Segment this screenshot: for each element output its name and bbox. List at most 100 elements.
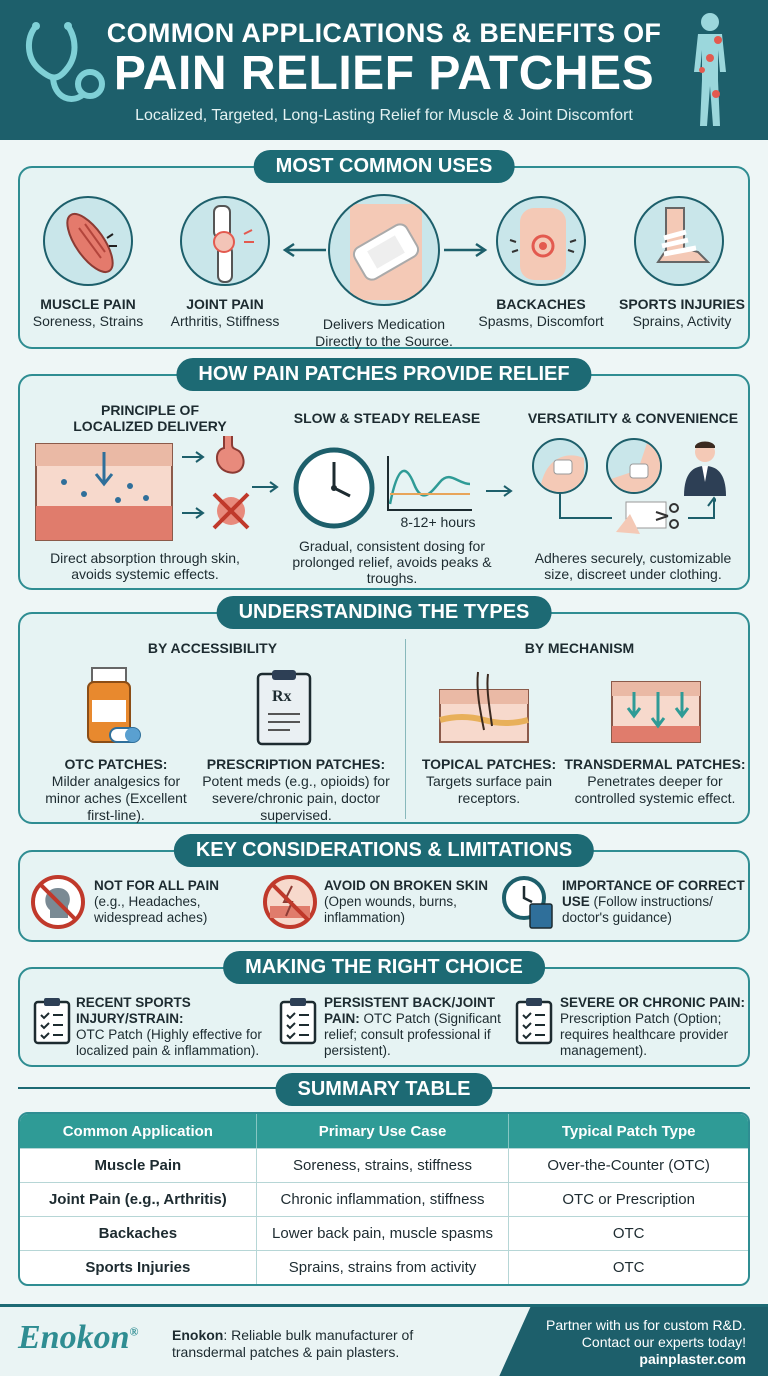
table-cell: Over-the-Counter (OTC) bbox=[509, 1148, 748, 1182]
table-cell: Soreness, strains, stiffness bbox=[256, 1148, 510, 1182]
types-heading: UNDERSTANDING THE TYPES bbox=[216, 596, 552, 629]
how-col3-title: VERSATILITY & CONVENIENCE bbox=[527, 410, 739, 426]
skin-layers-icon bbox=[35, 443, 173, 541]
no-broken-skin-icon bbox=[263, 875, 317, 929]
choice-panel: RECENT SPORTS INJURY/STRAIN:OTC Patch (H… bbox=[18, 967, 750, 1067]
cut-to-size-icon bbox=[559, 494, 716, 534]
types-panel: BY ACCESSIBILITY BY MECHANISM Rx OTC PAT… bbox=[18, 612, 750, 824]
enokon-logo[interactable]: Enokon® bbox=[18, 1319, 139, 1356]
table-cell: Muscle Pain bbox=[20, 1148, 257, 1182]
table-row: Sports Injuries Sprains, strains from ac… bbox=[20, 1250, 748, 1284]
column-header: Primary Use Case bbox=[256, 1114, 510, 1148]
summary-heading: SUMMARY TABLE bbox=[275, 1073, 493, 1106]
stethoscope-icon bbox=[26, 22, 105, 102]
release-curve-icon bbox=[387, 456, 472, 511]
type-transdermal: TRANSDERMAL PATCHES:Penetrates deeper fo… bbox=[564, 756, 746, 806]
table-row: Muscle Pain Soreness, strains, stiffness… bbox=[20, 1148, 748, 1182]
choice-back-joint: PERSISTENT BACK/JOINT PAIN: OTC Patch (S… bbox=[324, 995, 501, 1058]
types-right-title: BY MECHANISM bbox=[524, 640, 635, 656]
checklist-icon bbox=[33, 998, 71, 1045]
rx-symbol: Rx bbox=[272, 688, 292, 705]
consideration-correct-use: IMPORTANCE OF CORRECT USE (Follow instru… bbox=[562, 878, 745, 925]
type-topical: TOPICAL PATCHES:Targets surface pain rec… bbox=[421, 756, 557, 806]
summary-table: Common Application Primary Use Case Typi… bbox=[18, 1112, 750, 1286]
table-cell: Sprains, strains from activity bbox=[256, 1250, 510, 1284]
how-col3-desc: Adheres securely, customizable size, dis… bbox=[534, 550, 732, 582]
consideration-not-for-all: NOT FOR ALL PAIN(e.g., Headaches, widesp… bbox=[94, 878, 219, 925]
header-title-line1: COMMON APPLICATIONS & BENEFITS OF bbox=[106, 18, 662, 48]
arrow-left-icon bbox=[282, 242, 326, 258]
how-panel: PRINCIPLE OF LOCALIZED DELIVERY Direct a… bbox=[18, 374, 750, 590]
businessman-icon bbox=[684, 441, 726, 496]
shoulder-patch-icon bbox=[532, 438, 588, 494]
checklist-icon bbox=[279, 998, 317, 1045]
patch-icon bbox=[328, 194, 440, 306]
type-prescription: PRESCRIPTION PATCHES:Potent meds (e.g., … bbox=[202, 756, 390, 823]
arrow-icon bbox=[486, 485, 513, 497]
uses-heading: MOST COMMON USES bbox=[253, 150, 515, 183]
table-cell: Sports Injuries bbox=[20, 1250, 257, 1284]
types-left-title: BY ACCESSIBILITY bbox=[147, 640, 278, 656]
header-banner: COMMON APPLICATIONS & BENEFITS OF PAIN R… bbox=[0, 0, 768, 140]
header-subtitle: Localized, Targeted, Long-Lasting Relief… bbox=[135, 107, 633, 124]
joint-icon bbox=[180, 196, 270, 286]
clock-book-icon bbox=[502, 876, 553, 929]
table-cell: Lower back pain, muscle spasms bbox=[256, 1216, 510, 1250]
table-row: Joint Pain (e.g., Arthritis) Chronic inf… bbox=[20, 1182, 748, 1216]
no-systemic-icon bbox=[212, 492, 250, 530]
table-cell: Joint Pain (e.g., Arthritis) bbox=[20, 1182, 257, 1216]
cta-line2: Contact our experts today! bbox=[581, 1334, 746, 1350]
skin-surface-icon bbox=[439, 671, 529, 743]
table-cell: Backaches bbox=[20, 1216, 257, 1250]
table-cell: Chronic inflammation, stiffness bbox=[256, 1182, 510, 1216]
choice-sports-injury: RECENT SPORTS INJURY/STRAIN:OTC Patch (H… bbox=[76, 995, 262, 1058]
back-icon bbox=[496, 196, 586, 286]
how-col1-title: PRINCIPLE OF LOCALIZED DELIVERY bbox=[73, 402, 227, 434]
table-row: Backaches Lower back pain, muscle spasms… bbox=[20, 1216, 748, 1250]
how-col1-desc: Direct absorption through skin, avoids s… bbox=[50, 550, 240, 582]
how-heading: HOW PAIN PATCHES PROVIDE RELIEF bbox=[176, 358, 592, 391]
table-cell: OTC or Prescription bbox=[509, 1182, 748, 1216]
table-header-row: Common Application Primary Use Case Typi… bbox=[20, 1114, 748, 1148]
no-headache-icon bbox=[31, 875, 85, 929]
considerations-heading: KEY CONSIDERATIONS & LIMITATIONS bbox=[173, 834, 595, 867]
arrow-icon bbox=[182, 507, 205, 519]
pill-bottle-icon bbox=[87, 667, 141, 743]
cta-line1: Partner with us for custom R&D. bbox=[546, 1317, 746, 1333]
how-col2-desc: Gradual, consistent dosing for prolonged… bbox=[292, 538, 492, 586]
how-hours: 8-12+ hours bbox=[400, 514, 476, 530]
checklist-icon bbox=[515, 998, 553, 1045]
footer: Enokon® Enokon: Reliable bulk manufactur… bbox=[0, 1304, 768, 1376]
arrow-icon bbox=[252, 481, 279, 493]
type-otc: OTC PATCHES:Milder analgesics for minor … bbox=[45, 756, 187, 823]
footer-cta: Partner with us for custom R&D. Contact … bbox=[498, 1307, 768, 1376]
stomach-icon bbox=[216, 436, 245, 474]
clock-icon bbox=[293, 447, 375, 529]
choice-heading: MAKING THE RIGHT CHOICE bbox=[223, 951, 545, 984]
human-body-icon bbox=[694, 13, 726, 126]
prescription-clipboard-icon bbox=[256, 670, 312, 746]
how-col2-title: SLOW & STEADY RELEASE bbox=[293, 410, 481, 426]
considerations-panel: NOT FOR ALL PAIN(e.g., Headaches, widesp… bbox=[18, 850, 750, 942]
footer-description: Enokon: Reliable bulk manufacturer of tr… bbox=[172, 1327, 414, 1360]
website-link[interactable]: painplaster.com bbox=[639, 1351, 746, 1367]
arrow-right-icon bbox=[444, 242, 488, 258]
choice-severe-chronic: SEVERE OR CHRONIC PAIN:Prescription Patc… bbox=[560, 995, 746, 1058]
arrow-icon bbox=[182, 451, 205, 463]
use-delivery-note: Delivers Medication Directly to the Sour… bbox=[315, 316, 453, 349]
table-cell: OTC bbox=[509, 1250, 748, 1284]
elbow-patch-icon bbox=[606, 438, 662, 494]
header-title-line2: PAIN RELIEF PATCHES bbox=[113, 47, 655, 100]
ankle-icon bbox=[634, 196, 724, 286]
consideration-broken-skin: AVOID ON BROKEN SKIN(Open wounds, burns,… bbox=[324, 878, 489, 925]
column-header: Common Application bbox=[20, 1114, 257, 1148]
column-header: Typical Patch Type bbox=[509, 1114, 748, 1148]
muscle-icon bbox=[43, 196, 133, 286]
table-cell: OTC bbox=[509, 1216, 748, 1250]
skin-deep-icon bbox=[611, 681, 701, 743]
